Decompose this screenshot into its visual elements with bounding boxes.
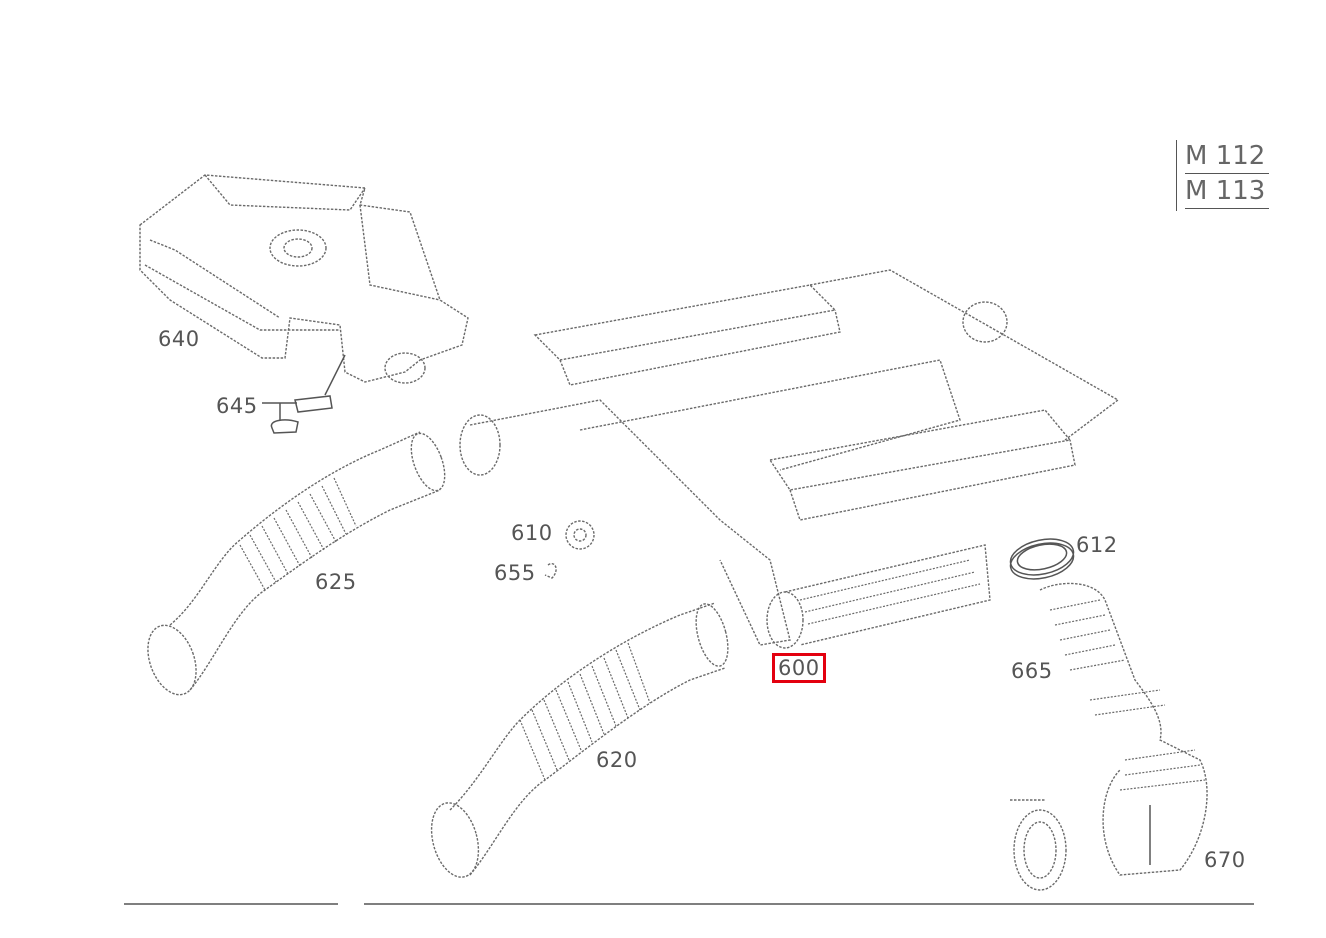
- intake-hose-625-drawing: [147, 431, 446, 696]
- intake-pipe-665-drawing: [1010, 582, 1208, 891]
- part-label-625[interactable]: 625: [315, 570, 357, 594]
- air-cleaner-body-drawing: [459, 269, 1120, 649]
- part-label-610[interactable]: 610: [511, 521, 553, 545]
- part-label-600-selected[interactable]: 600: [772, 653, 826, 683]
- small-parts-drawing: [544, 520, 595, 579]
- sealing-ring-drawing: [1009, 538, 1075, 580]
- part-label-612[interactable]: 612: [1076, 533, 1118, 557]
- part-label-655[interactable]: 655: [494, 561, 536, 585]
- sensor-drawing: [262, 354, 346, 434]
- part-label-640[interactable]: 640: [158, 327, 200, 351]
- part-label-645[interactable]: 645: [216, 394, 258, 418]
- part-label-620[interactable]: 620: [596, 748, 638, 772]
- engine-code-box: M 112 M 113: [1176, 140, 1269, 211]
- engine-code-m113: M 113: [1185, 176, 1269, 209]
- part-label-665[interactable]: 665: [1011, 659, 1053, 683]
- air-filter-housing-drawing: [139, 174, 469, 384]
- engine-code-m112: M 112: [1185, 141, 1269, 174]
- intake-hose-620-drawing: [430, 602, 729, 878]
- part-label-670[interactable]: 670: [1204, 848, 1246, 872]
